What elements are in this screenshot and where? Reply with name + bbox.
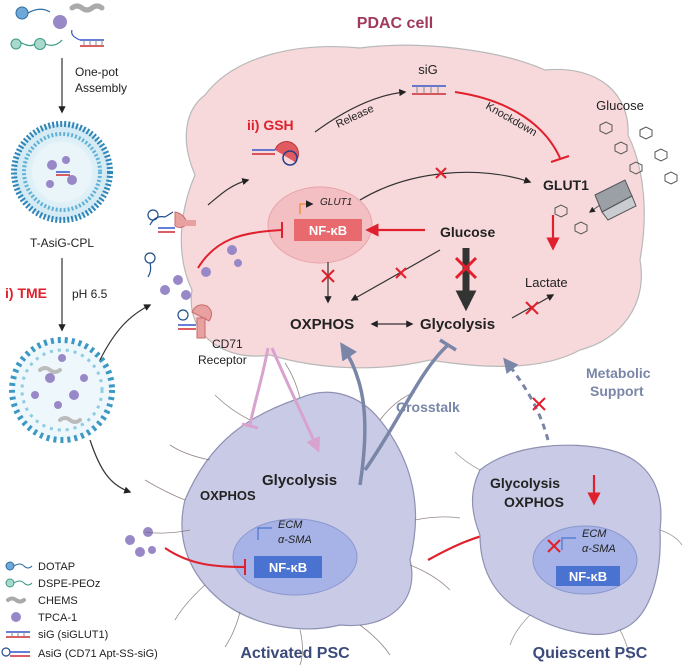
nfkb-to-glut1-arrow bbox=[359, 171, 532, 201]
pdac-oxphos-label: OXPHOS bbox=[290, 316, 354, 333]
receptor-label: CD71 bbox=[212, 337, 243, 351]
tpca-inhibit-pdac bbox=[197, 229, 283, 269]
gsh-label: ii) GSH bbox=[247, 117, 294, 133]
legend-label-chems: CHEMS bbox=[38, 595, 78, 607]
quiescent-nfkb-label: NF-κB bbox=[569, 569, 607, 584]
glucose-label: Glucose bbox=[440, 224, 495, 240]
cd71-receptor-icon bbox=[177, 304, 213, 339]
aptamer-binding-top bbox=[147, 209, 196, 233]
ph-label: pH 6.5 bbox=[72, 287, 108, 301]
glucose-outside-label: Glucose bbox=[596, 98, 644, 113]
quiescent-psc-label: Quiescent PSC bbox=[533, 645, 648, 662]
quiescent-glycolysis-label: Glycolysis bbox=[490, 475, 560, 491]
aptamer-to-gsh-arrow bbox=[207, 178, 250, 206]
nanoparticle-label: T-AsiG-CPL bbox=[30, 236, 94, 250]
gsh-icon bbox=[252, 141, 299, 166]
inhibit-x-5 bbox=[525, 301, 539, 315]
crosstalk-inhibit bbox=[363, 343, 450, 472]
one-pot-label: One-pot bbox=[75, 65, 119, 79]
pdac-cell-membrane bbox=[180, 44, 645, 369]
psc-oxphos-label: OXPHOS bbox=[200, 488, 256, 503]
disassembled-nanoparticle bbox=[9, 337, 115, 443]
metabolic-label: Metabolic bbox=[586, 365, 651, 381]
legend-label-sig: siG (siGLUT1) bbox=[38, 629, 108, 641]
lactate-label: Lactate bbox=[525, 275, 568, 290]
glucose-import-arrow bbox=[589, 204, 601, 213]
legend-label-dotap: DOTAP bbox=[38, 561, 75, 573]
legend: DOTAP DSPE-PEOz CHEMS TPCA-1 siG (siGLUT… bbox=[1, 561, 158, 660]
metabolic-support-arrow bbox=[503, 357, 550, 441]
gene-promoter-arrow bbox=[299, 200, 314, 214]
assembly-label: Assembly bbox=[75, 81, 127, 95]
quiescent-nfkb-box bbox=[556, 566, 620, 586]
glut1-label: GLUT1 bbox=[543, 177, 589, 193]
psc-glycolysis-label: Glycolysis bbox=[262, 472, 337, 489]
to-pdac-arrow bbox=[99, 304, 152, 361]
inhibit-x-2 bbox=[321, 269, 335, 283]
to-psc-arrow bbox=[89, 439, 132, 494]
activated-nfkb-label: NF-κB bbox=[269, 560, 307, 575]
pdac-to-psc-glycolysis-arrow bbox=[270, 347, 321, 453]
quiescent-sma-label: α-SMA bbox=[582, 543, 616, 555]
dspe-peoz-icon bbox=[5, 578, 33, 588]
inhibit-x-7 bbox=[532, 397, 546, 411]
quiescent-oxphos-label: OXPHOS bbox=[504, 494, 564, 510]
pdac-title: PDAC cell bbox=[357, 15, 433, 32]
activated-sma-label: α-SMA bbox=[278, 534, 312, 546]
pdac-nfkb-label: NF-κB bbox=[309, 223, 347, 238]
pdac-glycolysis-label: Glycolysis bbox=[420, 316, 495, 333]
crosstalk-arrow-up bbox=[340, 342, 367, 486]
legend-label-tpca: TPCA-1 bbox=[38, 612, 77, 624]
legend-label-asig: AsiG (CD71 Apt-SS-siG) bbox=[38, 648, 158, 660]
chems-icon bbox=[6, 596, 26, 604]
inhibit-x-3 bbox=[395, 267, 407, 279]
dotap-icon bbox=[5, 561, 33, 571]
activated-ecm-label: ECM bbox=[278, 519, 303, 531]
aptamer-single bbox=[144, 252, 156, 278]
pdac-nfkb-box bbox=[294, 219, 362, 241]
glucose-molecules bbox=[554, 121, 678, 235]
pdac-oxphos-to-psc-inhibit bbox=[248, 347, 270, 426]
glucose-to-oxphos-arrow bbox=[350, 249, 441, 301]
tpca-icon bbox=[11, 612, 21, 622]
tme-label: i) TME bbox=[5, 285, 47, 301]
knockdown-inhibit bbox=[454, 91, 561, 159]
release-arrow bbox=[314, 88, 407, 133]
inhibit-x-1 bbox=[435, 167, 447, 179]
inhibit-x-4 bbox=[454, 256, 478, 280]
t-asig-cpl-nanoparticle bbox=[11, 121, 113, 223]
asig-icon bbox=[1, 647, 30, 657]
receptor-label-2: Receptor bbox=[198, 353, 247, 367]
legend-label-dspe: DSPE-PEOz bbox=[38, 578, 100, 590]
glut1-transporter-icon bbox=[594, 179, 637, 221]
components-top bbox=[10, 3, 105, 50]
sig-duplex-icon bbox=[71, 29, 104, 47]
crosstalk-label: Crosstalk bbox=[396, 399, 460, 415]
activated-psc-label: Activated PSC bbox=[240, 645, 350, 662]
quiescent-ecm-label: ECM bbox=[582, 528, 607, 540]
support-label: Support bbox=[590, 383, 644, 399]
quiescent-filaments bbox=[454, 451, 683, 661]
glut1-gene-label: GLUT1 bbox=[320, 197, 352, 208]
activated-nfkb-box bbox=[254, 556, 322, 578]
sig-icon bbox=[6, 631, 30, 638]
sig-duplex-pdac bbox=[412, 85, 446, 95]
sig-label: siG bbox=[418, 62, 438, 77]
tpca-inhibit-psc bbox=[164, 547, 246, 568]
inhibit-x-6 bbox=[547, 539, 561, 553]
